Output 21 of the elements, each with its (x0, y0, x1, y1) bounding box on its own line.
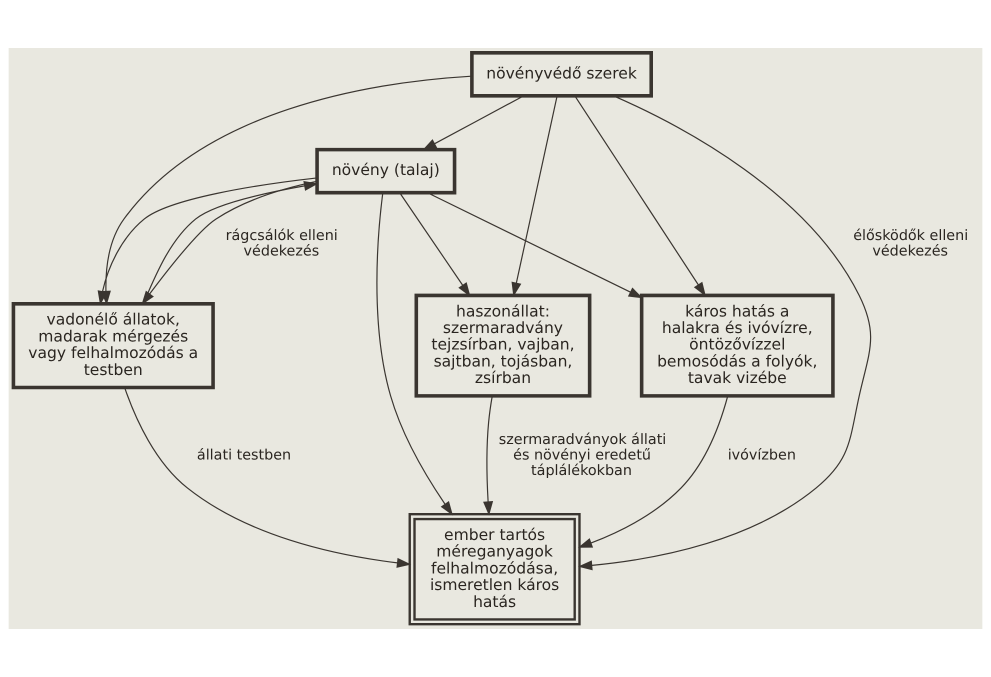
edge-label: rágcsálók elleni védekezés (226, 228, 338, 260)
edge-label: szermaradványok állati és növényi eredetű táplálékokban (498, 432, 666, 479)
arrow (574, 96, 706, 296)
arrow (422, 95, 524, 150)
node-box: káros hatás a halakra és ivóvízre, öntözővízzel bemosódás a folyók, tavak vizébe (640, 294, 835, 398)
node-box: haszonállat: szermaradvány tejzsírban, vajban, sajtban, tojásban, zsírban (414, 294, 592, 398)
arrow (578, 95, 872, 570)
node-box: növényvédő szerek (470, 50, 653, 98)
arrow (578, 396, 728, 548)
arrow (124, 388, 412, 568)
arrow (427, 192, 643, 298)
node-box: ember tartós méreganyagok felhalmozódása, ismeretlen káros hatás (408, 513, 581, 626)
arrow (512, 96, 558, 297)
arrow (399, 192, 471, 297)
edge-label: állati testben (196, 447, 292, 464)
edge-label: élősködők elleni védekezés (853, 228, 968, 260)
arrow (483, 396, 494, 516)
node-box: növény (talaj) (315, 148, 456, 194)
node-box: vadonélő állatok, madarak mérgezés vagy felhalmozódás a testben (12, 302, 215, 390)
arrow (376, 192, 453, 516)
edge-label: ivóvízben (728, 447, 796, 464)
